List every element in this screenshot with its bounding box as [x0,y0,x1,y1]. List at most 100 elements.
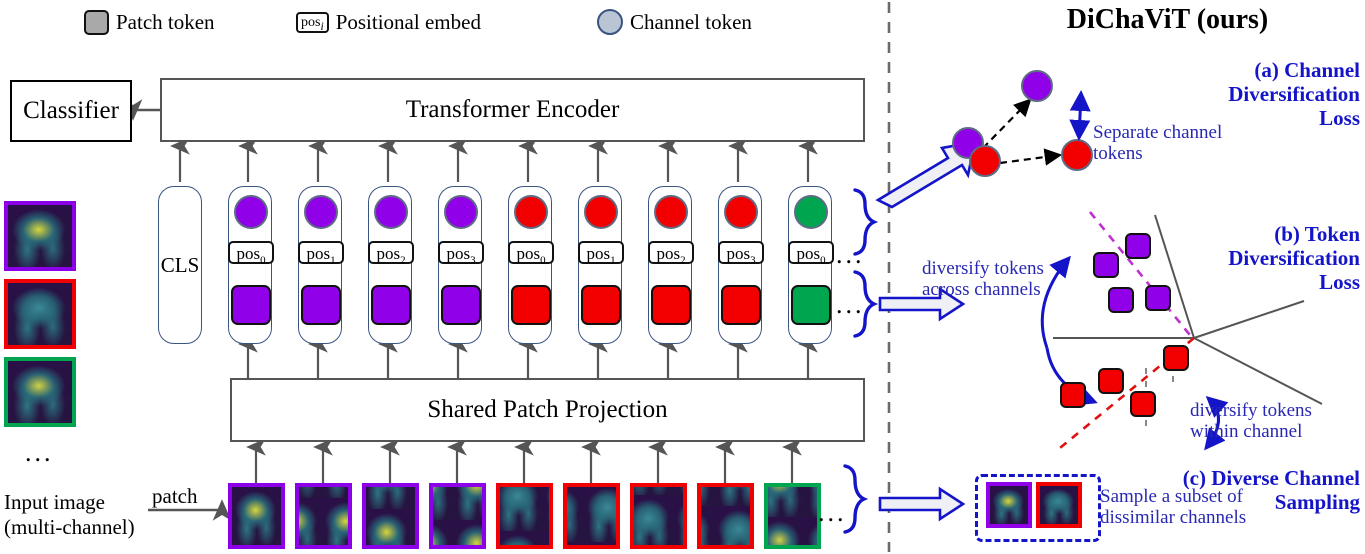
panel-b-note-within-line1: diversify tokens [1190,400,1312,421]
cell-texture [634,487,683,545]
cell-texture [232,487,281,545]
panel-b-red-token-3 [1163,345,1189,371]
panel-b-purple-boundary [1088,211,1196,341]
panel-b-note-within: diversify tokens within channel [1190,400,1312,442]
transformer-encoder-label: Transformer Encoder [405,96,620,123]
channel-image-purple [4,201,76,271]
panel-b-purple-token-0 [1093,252,1119,278]
cell-texture [366,487,415,545]
positional-embed-label-8: pos0 [788,241,834,266]
panel-b-note-across-line2: across channels [922,279,1041,300]
panel-b-note-across: diversify tokens across channels [922,258,1044,300]
channel-image-green [4,357,76,427]
positional-embed-box-icon: posi [296,12,329,33]
token-capsule-7: pos3 [718,186,764,344]
channel-column-ellipsis: ... [25,438,54,467]
cell-texture [701,487,750,545]
channel-image-red [4,279,76,349]
channel-token-circle-red [514,195,548,229]
panel-c-note-line2: dissimilar channels [1100,507,1247,528]
cell-texture [567,487,616,545]
positional-embed-label-5: pos1 [578,241,624,266]
token-capsule-8: pos0 [788,186,834,344]
positional-embed-label-3: pos3 [438,241,484,266]
cell-texture [8,361,72,423]
patch-token-square-red [581,285,621,325]
panel-b-note-across-line1: diversify tokens [922,258,1044,279]
token-capsule-0: pos0 [228,186,274,344]
cell-texture [768,487,817,545]
channel-token-circle-purple [374,195,408,229]
classifier-box: Classifier [10,80,132,142]
panel-a-diagram [952,70,1093,177]
panel-c-thumbnail-red [1036,482,1082,528]
patch-token-square-purple [441,285,481,325]
patch-token-square-purple [231,285,271,325]
panel-a-title-line1: (a) Channel [1254,58,1360,82]
input-image-label: Input image (multi-channel) [4,490,144,540]
patch-token-square-red [511,285,551,325]
panel-b-axes [1053,214,1323,405]
channel-token-circle-purple [304,195,338,229]
cell-texture [500,487,549,545]
cell-texture [433,487,482,545]
panel-b-red-token-1 [1098,368,1124,394]
transformer-encoder-box: Transformer Encoder [160,78,865,142]
patch-thumbnail-4 [496,483,553,549]
positional-embed-label-2: pos2 [368,241,414,266]
patch-thumbnail-0 [228,483,285,549]
cell-texture [990,486,1028,524]
panel-b-purple-token-1 [1125,233,1151,259]
patch-token-square-red [721,285,761,325]
panel-c-title: (c) Diverse Channel Sampling [1110,466,1360,514]
patch-token-square-purple [301,285,341,325]
panel-b-title-line1: (b) Token [1274,222,1360,246]
token-capsule-4: pos0 [508,186,554,344]
positional-embed-label-0: pos0 [228,241,274,266]
positional-embed-label-7: pos3 [718,241,764,266]
panel-a-note-line1: Separate channel [1093,122,1223,143]
panel-b-title-line2: Diversification [1228,246,1360,270]
cell-texture [1040,486,1078,524]
patch-thumbnail-3 [429,483,486,549]
positional-embed-label-1: pos1 [298,241,344,266]
panel-c-title-line1: (c) Diverse Channel [1182,466,1360,490]
panel-c-title-line2: Sampling [1274,490,1360,514]
panel-b-title-line3: Loss [1319,270,1360,294]
token-row-ellipsis-bottom: ... [836,290,865,319]
panel-a-note-line2: tokens [1093,143,1143,164]
panel-a-note: Separate channel tokens [1093,122,1222,164]
patch-row-ellipsis: ... [818,498,847,527]
page-title-dichavit: DiChaViT (ours) [1066,4,1269,35]
shared-patch-projection-label: Shared Patch Projection [427,396,668,423]
channel-token-circle-green [794,195,828,229]
legend-item-channel-token: Channel token [597,9,752,35]
patch-thumbnail-5 [563,483,620,549]
patch-thumbnail-8 [764,483,821,549]
channel-token-circle-icon [597,9,623,35]
token-capsule-3: pos3 [438,186,484,344]
panel-b-red-token-2 [1130,391,1156,417]
cls-token-capsule: CLS [158,186,202,344]
token-capsule-6: pos2 [648,186,694,344]
panel-a-title-line3: Loss [1319,106,1360,130]
panel-b-purple-token-3 [1145,285,1171,311]
panel-b-red-token-0 [1060,382,1086,408]
panel-b-purple-token-2 [1108,287,1134,313]
cell-texture [8,205,72,267]
panel-b-arrows [1040,255,1229,451]
panel-b-title: (b) Token Diversification Loss [1150,222,1360,294]
channel-token-circle-red [724,195,758,229]
cls-token-label: CLS [160,252,200,277]
patch-thumbnail-7 [697,483,754,549]
token-capsule-1: pos1 [298,186,344,344]
positional-embed-label-6: pos2 [648,241,694,266]
input-image-label-line2: (multi-channel) [4,515,135,539]
patch-token-square-purple [371,285,411,325]
channel-token-circle-purple [444,195,478,229]
token-capsule-2: pos2 [368,186,414,344]
legend-bar: Patch token posi Positional embed Channe… [0,0,889,46]
legend-label-channel-token: Channel token [630,9,752,34]
patch-thumbnail-1 [295,483,352,549]
